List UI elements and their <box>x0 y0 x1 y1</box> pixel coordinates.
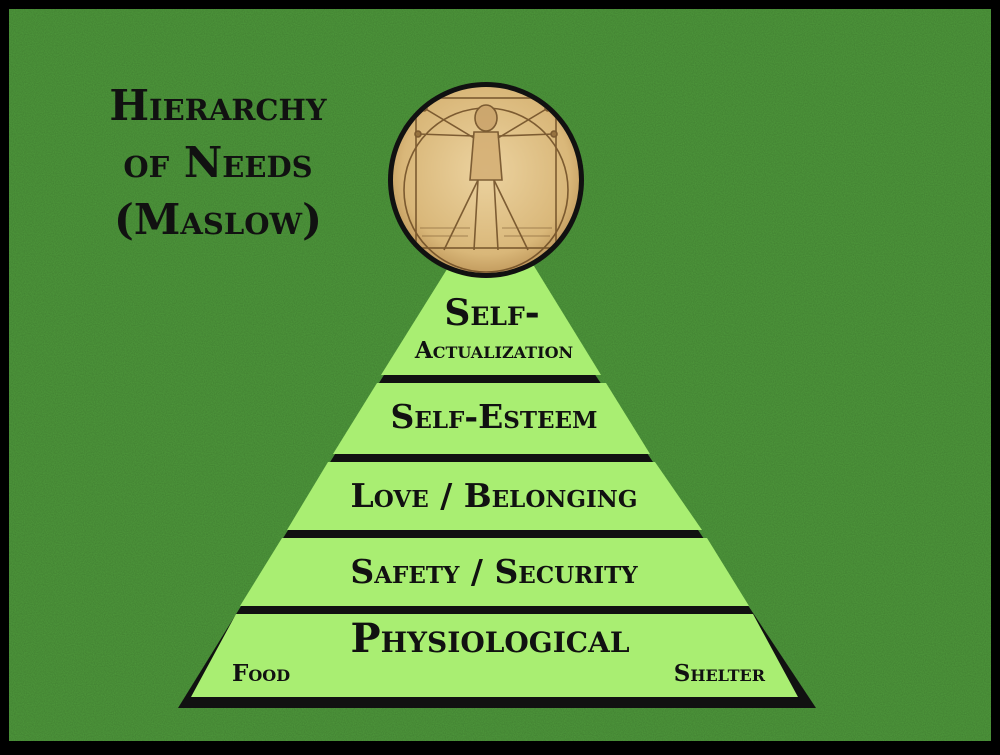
level-1-sublabel: Actualization <box>414 337 573 364</box>
level-5-note-right: Shelter <box>674 660 766 687</box>
title-line-2: of Needs <box>123 138 312 187</box>
title-line-3: (Maslow) <box>114 195 322 244</box>
diagram-title: Hierarchy of Needs (Maslow) <box>109 81 327 244</box>
level-4-label: Safety / Security <box>350 552 638 591</box>
level-2-label: Self-Esteem <box>391 397 598 436</box>
vitruvian-man-icon <box>388 82 584 278</box>
level-self-actualization <box>381 266 601 375</box>
level-1-label: Self- <box>444 292 539 334</box>
level-5-note-left: Food <box>232 660 290 687</box>
level-physiological <box>191 614 798 697</box>
level-5-label: Physiological <box>350 615 629 662</box>
level-3-label: Love / Belonging <box>351 476 638 515</box>
pyramid-levels <box>191 266 798 697</box>
level-self-esteem <box>333 383 650 454</box>
level-love-belonging <box>287 462 702 530</box>
level-safety-security <box>240 538 749 606</box>
title-line-1: Hierarchy <box>109 81 327 130</box>
